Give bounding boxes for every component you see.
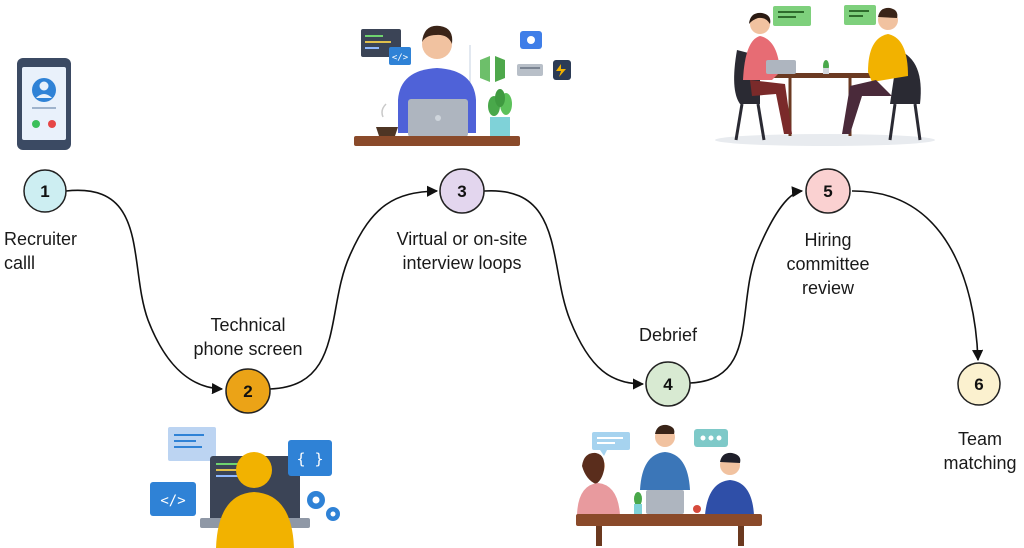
step-6-label: Team matching [938, 427, 1022, 475]
label-line: Recruiter [4, 229, 78, 249]
step-4: 4 [645, 361, 691, 407]
step-4-label: Debrief [620, 323, 716, 347]
label-line: Team [957, 429, 1002, 449]
phone-call-icon [17, 58, 71, 150]
connector-3-4 [483, 190, 645, 390]
step-number: 2 [243, 382, 252, 401]
label-line: matching [943, 453, 1017, 473]
label-line: calll [4, 253, 36, 273]
step-circle [957, 362, 1001, 406]
step-1: 1 [23, 169, 67, 213]
step-3-label: Virtual or on-site interview loops [380, 227, 544, 275]
step-2: 2 [225, 368, 271, 414]
connector-4-5 [689, 186, 804, 384]
svg-text:</>: </> [392, 53, 409, 63]
label-line: committee [786, 254, 870, 274]
connectors [65, 185, 984, 395]
step-circle [225, 368, 271, 414]
step-number: 1 [40, 182, 49, 201]
developer-laptop-icon: </> [354, 25, 571, 146]
connector-1-2 [65, 189, 224, 395]
step-5: 5 [805, 168, 851, 214]
step-2-label: Technical phone screen [180, 313, 316, 361]
label-line: Technical [210, 315, 286, 335]
label-line: Hiring [804, 230, 852, 250]
svg-text:</>: </> [160, 493, 185, 509]
step-1-label: Recruiter calll [4, 227, 77, 275]
step-number: 5 [823, 182, 832, 201]
code-screen-icon: </> { } [150, 427, 340, 548]
step-circle [23, 169, 67, 213]
step-3: 3 [439, 168, 485, 214]
label-line: Virtual or on-site [396, 229, 528, 249]
step-circle [805, 168, 851, 214]
step-number: 3 [457, 182, 466, 201]
interview-meeting-icon [715, 5, 935, 146]
label-line: interview loops [402, 253, 522, 273]
step-5-label: Hiring committee review [780, 228, 876, 300]
label-line: phone screen [193, 339, 303, 359]
step-number: 4 [663, 375, 673, 394]
step-number: 6 [974, 375, 983, 394]
label-line: review [801, 278, 854, 298]
step-6: 6 [957, 362, 1001, 406]
label-line: Debrief [638, 325, 698, 345]
connector-2-3 [269, 185, 439, 390]
team-debrief-icon [576, 424, 762, 546]
svg-text:{ }: { } [296, 450, 323, 468]
step-circle [439, 168, 485, 214]
connector-5-6 [851, 190, 984, 362]
step-circle [645, 361, 691, 407]
